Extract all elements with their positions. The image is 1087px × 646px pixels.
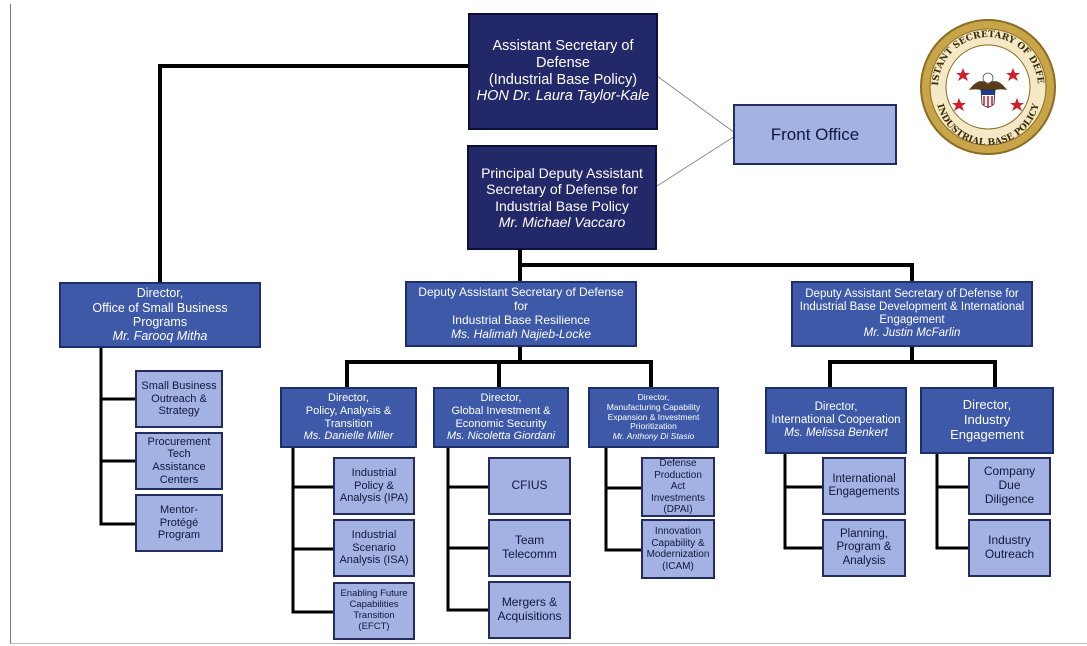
gies-name: Ms. Nicoletta Giordani	[446, 430, 556, 443]
gies-item-box: Mergers & Acquisitions	[488, 581, 571, 639]
pdasd-name: Mr. Michael Vaccaro	[498, 213, 626, 230]
asd-title: Assistant Secretary of Defense	[492, 38, 634, 71]
ic-line1: Director,	[814, 400, 858, 413]
ibr-line1: Deputy Assistant Secretary of Defense	[418, 285, 624, 300]
ie-line2: Industry	[963, 412, 1011, 428]
dasd-ibdie-box: Deputy Assistant Secretary of Defense fo…	[791, 281, 1033, 347]
osbp-item-label: Small Business Outreach & Strategy	[141, 380, 217, 418]
pat-director-box: Director, Policy, Analysis & Transition …	[280, 387, 417, 448]
pat-item-label: Enabling Future Capabilities Transition …	[340, 588, 408, 632]
pdasd-line2: Secretary of Defense for	[486, 181, 638, 198]
osbp-item-label: Mentor-Protégé Program	[157, 504, 201, 542]
gies-line1: Director,	[480, 392, 522, 405]
pat-item-label: Industrial Policy & Analysis (IPA)	[339, 467, 409, 505]
ic-item-label: International Engagements	[828, 472, 900, 498]
pat-name: Ms. Danielle Miller	[303, 430, 394, 443]
ibdie-line3: Engagement	[879, 314, 945, 326]
front-office-box: Front Office	[733, 104, 897, 165]
ie-item-label: Industry Outreach	[984, 533, 1035, 561]
gies-director-box: Director, Global Investment & Economic S…	[433, 387, 569, 448]
mceip-name: Mr. Anthony Di Stasio	[612, 431, 695, 442]
front-office-label: Front Office	[770, 124, 860, 144]
mceip-item-box: Defense Production Act Investments (DPAI…	[641, 457, 715, 517]
osbp-item-box: Mentor-Protégé Program	[135, 494, 223, 552]
gies-line2: Global Investment &	[451, 404, 551, 417]
asd-name: HON Dr. Laura Taylor-Kale	[476, 88, 650, 105]
osbp-item-box: Small Business Outreach & Strategy	[135, 370, 223, 428]
pat-item-box: Industrial Policy & Analysis (IPA)	[333, 457, 415, 515]
pat-line2: Policy, Analysis &	[305, 404, 392, 417]
mceip-item-label: Defense Production Act Investments (DPAI…	[651, 458, 705, 516]
pdasd-line1: Principal Deputy Assistant	[481, 165, 643, 182]
mceip-item-label: Innovation Capability & Modernization (I…	[646, 526, 710, 572]
osbp-line1: Director,	[136, 286, 184, 301]
ie-director-box: Director, Industry Engagement	[920, 387, 1054, 454]
ic-name: Ms. Melissa Benkert	[784, 427, 888, 440]
ic-line2: International Cooperation	[771, 413, 901, 426]
osbp-name: Mr. Farooq Mitha	[112, 329, 208, 344]
mceip-line4: Prioritization	[630, 421, 677, 432]
ie-line1: Director,	[962, 397, 1012, 413]
asd-subtitle: (Industrial Base Policy)	[488, 71, 638, 88]
ie-item-box: Company Due Diligence	[968, 457, 1051, 515]
pat-item-box: Enabling Future Capabilities Transition …	[333, 582, 415, 640]
ie-item-label: Company Due Diligence	[983, 464, 1036, 506]
osbp-director-box: Director, Office of Small Business Progr…	[59, 282, 261, 348]
gies-item-label: Team Telecomm	[502, 533, 557, 561]
gies-item-box: Team Telecomm	[488, 519, 571, 577]
mceip-line2: Manufacturing Capability	[606, 401, 701, 412]
ie-line3: Engagement	[950, 426, 1024, 442]
mceip-line1: Director,	[637, 392, 670, 403]
pdasd-box: Principal Deputy Assistant Secretary of …	[467, 145, 657, 250]
osbp-item-label: Procurement Tech Assistance Centers	[147, 435, 211, 486]
ibr-line2: for	[513, 299, 528, 314]
ic-item-label: Planning, Program & Analysis	[836, 528, 892, 567]
ic-director-box: Director, International Cooperation Ms. …	[765, 387, 907, 454]
pdasd-line3: Industrial Base Policy	[495, 197, 629, 214]
ibr-line3: Industrial Base Resilience	[451, 313, 591, 327]
ibdie-name: Mr. Justin McFarlin	[863, 327, 961, 340]
dasd-ibr-box: Deputy Assistant Secretary of Defense fo…	[405, 281, 637, 347]
gies-item-label: Mergers & Acquisitions	[497, 595, 562, 623]
osbp-item-box: Procurement Tech Assistance Centers	[135, 432, 223, 490]
ie-item-box: Industry Outreach	[968, 519, 1051, 577]
ibdie-line2: Industrial Base Development & Internatio…	[799, 300, 1025, 313]
mceip-line3: Expansion & Investment	[607, 411, 700, 422]
pat-item-box: Industrial Scenario Analysis (ISA)	[333, 519, 415, 577]
page-frame	[10, 4, 1087, 644]
mceip-item-box: Innovation Capability & Modernization (I…	[641, 519, 715, 579]
pat-item-label: Industrial Scenario Analysis (ISA)	[339, 529, 409, 567]
ibr-name: Ms. Halimah Najieb-Locke	[450, 326, 592, 341]
asd-ibp-seal-logo: ASSISTANT SECRETARY OF DEFENSE INDUSTRIA…	[919, 18, 1056, 155]
gies-line3: Economic Security	[455, 417, 547, 430]
gies-item-label: CFIUS	[511, 478, 548, 493]
pat-line1: Director,	[328, 392, 369, 405]
ibdie-line1: Deputy Assistant Secretary of Defense fo…	[805, 287, 1019, 300]
gies-item-box: CFIUS	[488, 457, 571, 515]
osbp-line2: Office of Small Business Programs	[92, 300, 228, 329]
mceip-director-box: Director, Manufacturing Capability Expan…	[588, 387, 719, 448]
ic-item-box: Planning, Program & Analysis	[822, 519, 906, 577]
ic-item-box: International Engagements	[822, 457, 906, 515]
asd-box: Assistant Secretary of Defense (Industri…	[468, 13, 658, 130]
pat-line3: Transition	[324, 417, 373, 430]
